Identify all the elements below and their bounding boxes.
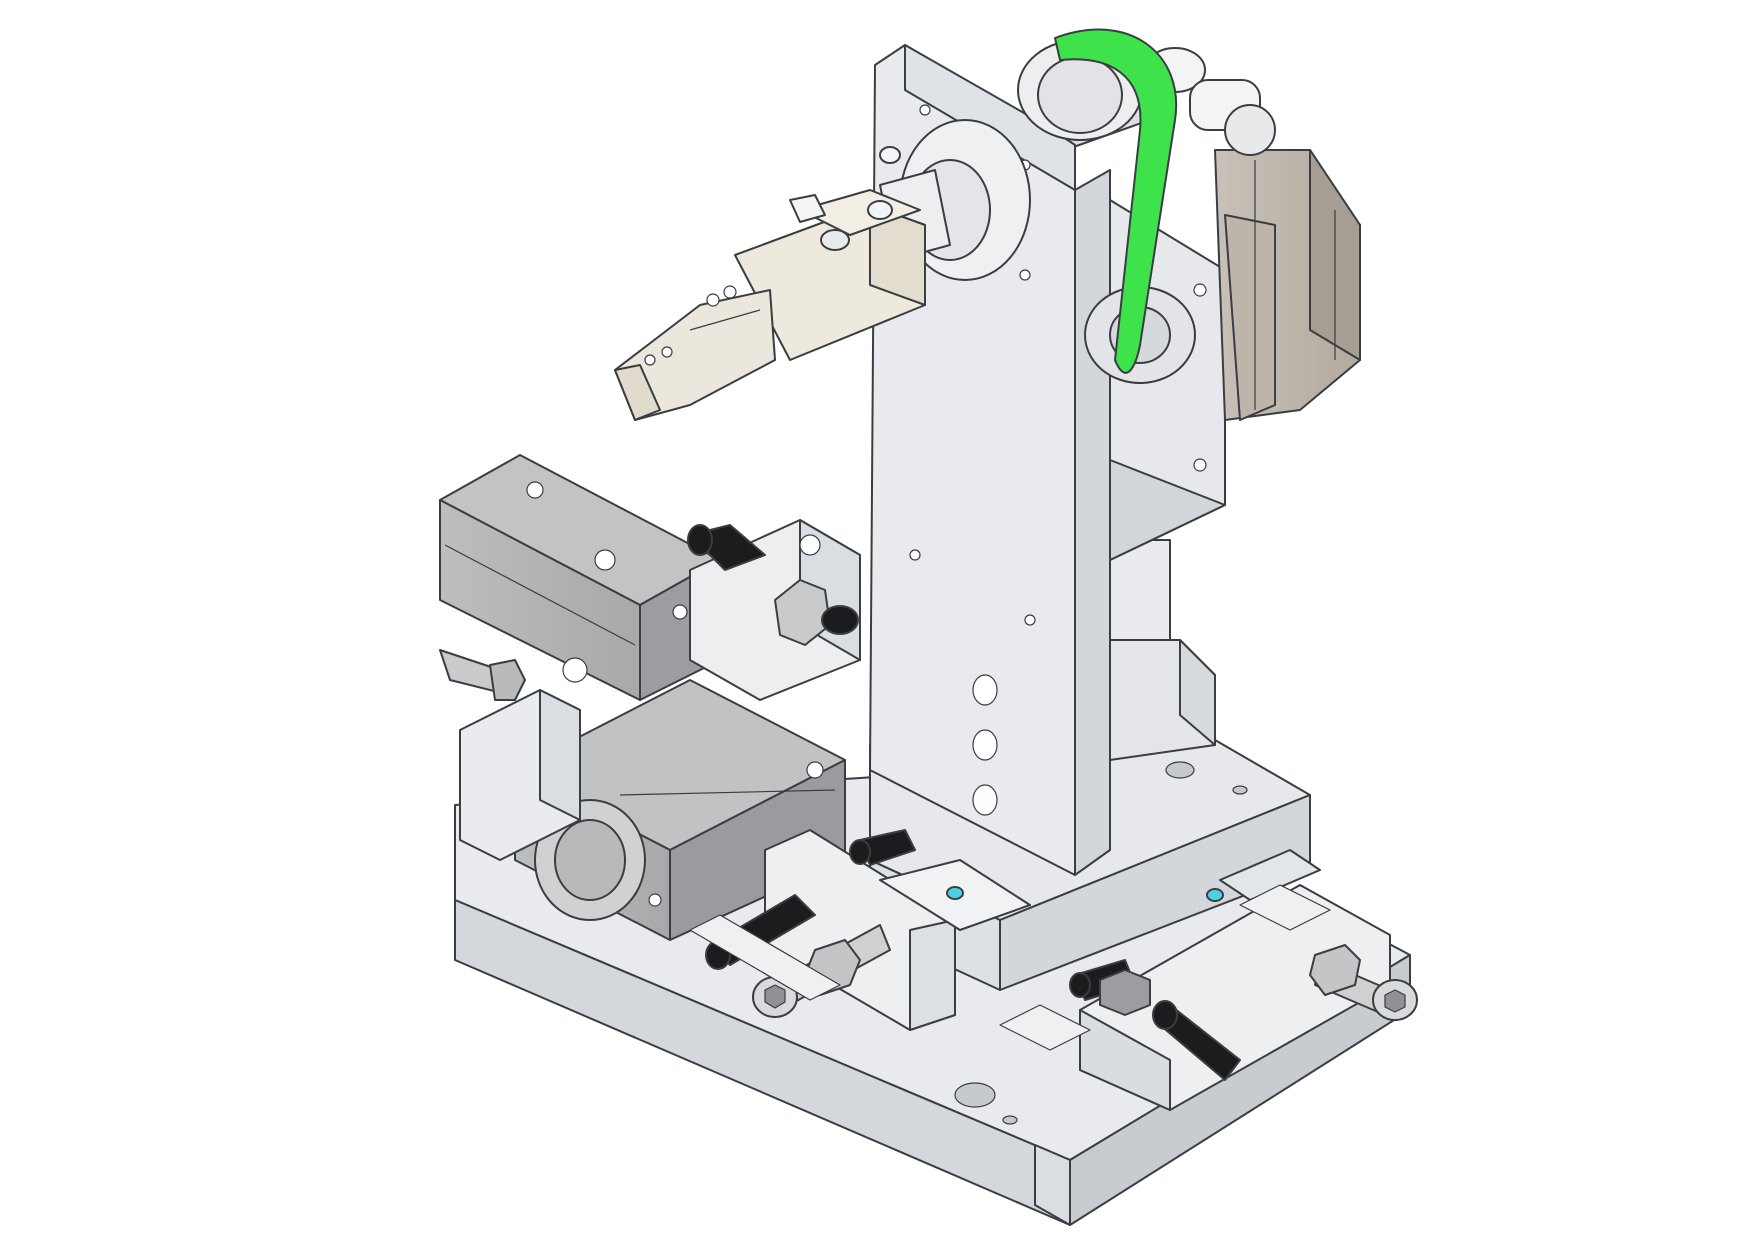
black-bolt-upper	[687, 524, 766, 571]
rotary-shaft	[879, 119, 1031, 281]
black-bolt-right	[1152, 1000, 1241, 1081]
pneumatic-cylinder-lower	[514, 679, 846, 941]
air-fitting-cyan-right	[1206, 888, 1224, 902]
black-bolt-center	[849, 829, 916, 866]
side-bolt	[439, 649, 526, 701]
column-pedestal	[1109, 539, 1216, 761]
timing-belt-pulley	[1017, 28, 1196, 384]
socket-head-bolt-right	[1309, 944, 1418, 1021]
linear-guide-rails	[689, 884, 1331, 1051]
pneumatic-gripper	[614, 189, 926, 421]
air-fitting-cyan	[946, 886, 964, 900]
air-fitting	[1144, 47, 1276, 156]
stepper-motor	[1214, 149, 1361, 421]
hex-nut-front-right	[1099, 969, 1151, 1016]
timing-belt-icon	[1054, 28, 1178, 374]
right-slide-carriage	[1079, 849, 1391, 1111]
hex-nut-icon	[774, 579, 859, 646]
center-slide-carriage	[764, 829, 1031, 1031]
cylinder-end-block	[459, 657, 588, 861]
